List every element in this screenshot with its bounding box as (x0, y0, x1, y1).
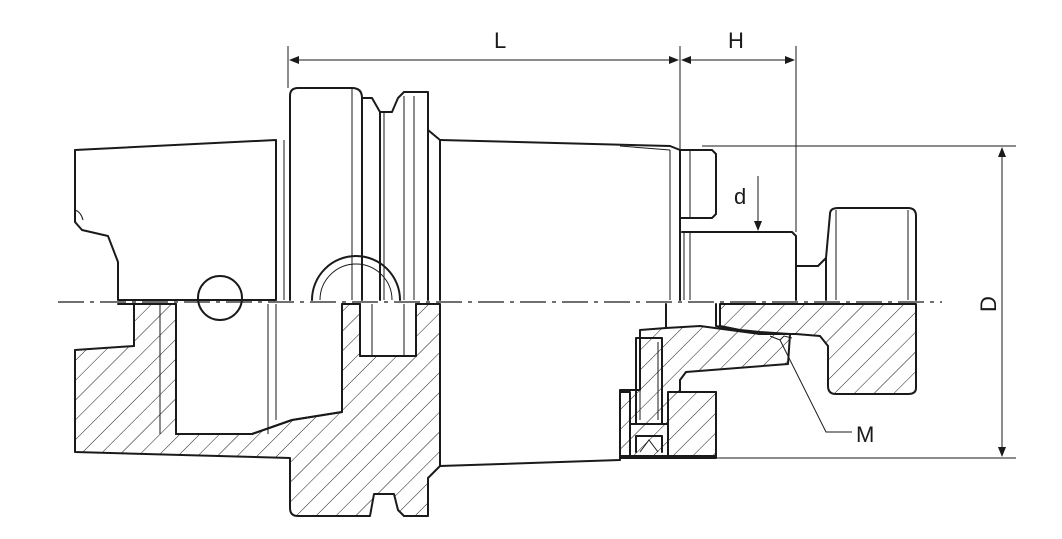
lower-half-section (74, 303, 917, 517)
label-L: L (494, 28, 506, 53)
label-d: d (734, 184, 746, 209)
clamp-screw (625, 337, 673, 457)
dimension-lines (287, 46, 1016, 459)
label-H: H (728, 28, 744, 53)
label-M: M (856, 422, 874, 447)
label-D: D (976, 296, 1001, 312)
upper-half-exterior (74, 87, 917, 321)
